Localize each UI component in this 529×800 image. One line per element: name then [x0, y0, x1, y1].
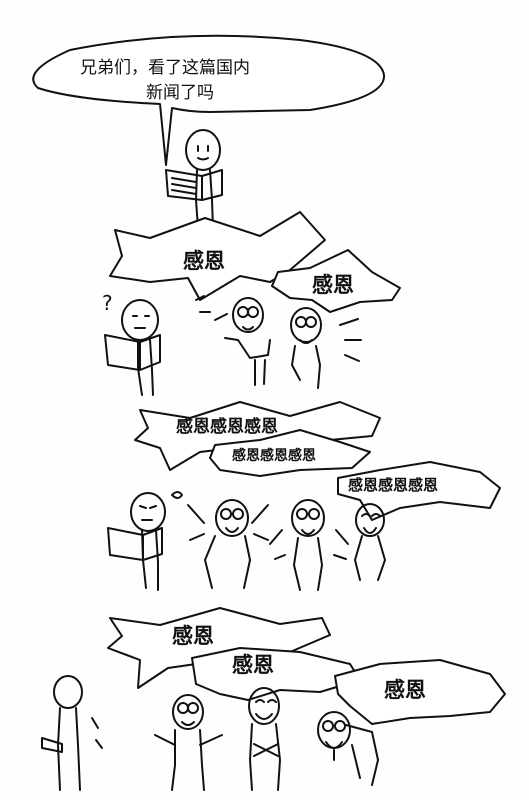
- newspaper-icon: [104, 334, 161, 371]
- newspaper-icon: [165, 169, 223, 201]
- panel-2: 感恩 感恩 ?: [102, 211, 401, 396]
- shout-bubble-4c: [334, 659, 506, 725]
- shout-bubble-4b: [191, 647, 361, 701]
- walking-away-figure: [41, 675, 103, 791]
- shout-bubble-3b: [209, 429, 371, 477]
- question-mark: ?: [102, 291, 113, 315]
- grateful-figure-3a: [187, 499, 269, 589]
- panel-4: 感恩 感恩 感恩: [41, 607, 506, 791]
- newspaper-icon: [107, 527, 163, 561]
- shout-text-4c: 感恩: [384, 678, 426, 702]
- confused-figure: [104, 299, 161, 396]
- shout-text-2b: 感恩: [312, 273, 354, 297]
- grateful-figure-3c: [354, 503, 386, 581]
- shout-bubble-3c: [337, 461, 501, 521]
- narrator-figure: [165, 129, 223, 229]
- speech-line-1: 兄弟们，看了这篇国内: [80, 58, 250, 78]
- panel-3: 感恩感恩感恩 感恩感恩感恩 感恩感恩感恩: [107, 401, 501, 591]
- shout-text-4b: 感恩: [232, 653, 274, 677]
- shout-text-3b: 感恩感恩感恩: [232, 447, 316, 464]
- shout-bubble-2a: [109, 211, 326, 301]
- grateful-figure-4b: [248, 687, 281, 791]
- grateful-figure-2a: [195, 295, 271, 386]
- shout-bubble-2b: [271, 249, 401, 313]
- shout-text-4a: 感恩: [172, 624, 214, 648]
- shout-text-3c: 感恩感恩感恩: [348, 476, 438, 494]
- shout-text-3a: 感恩感恩感恩: [176, 416, 278, 437]
- panel-1: 兄弟们，看了这篇国内 新闻了吗: [32, 34, 386, 229]
- grateful-figure-3b: [269, 499, 349, 591]
- grateful-figure-2b: [290, 307, 362, 389]
- grateful-figure-4a: [154, 694, 223, 791]
- annoyed-figure: [107, 491, 183, 591]
- speech-bubble-intro: [32, 34, 386, 166]
- grateful-figure-4c: [317, 711, 379, 786]
- speech-line-2: 新闻了吗: [146, 83, 214, 103]
- shout-text-2a: 感恩: [183, 249, 225, 273]
